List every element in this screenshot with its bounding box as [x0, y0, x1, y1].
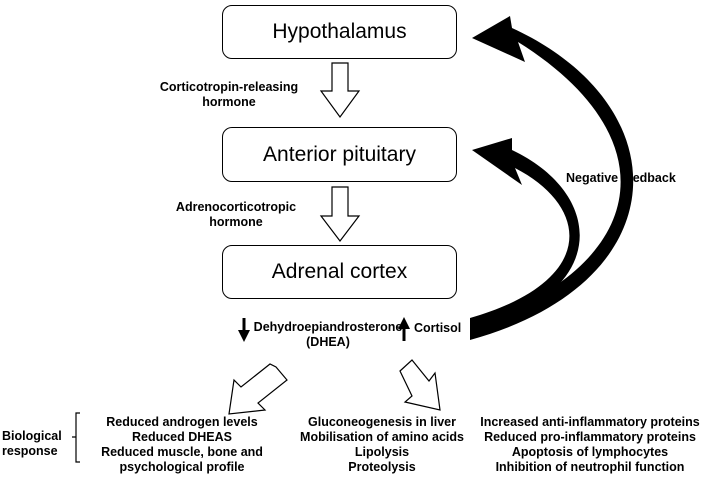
cortisol-immune-effects-list: Increased anti-inflammatory proteins Red…	[474, 415, 706, 475]
list-item: Reduced muscle, bone and	[101, 445, 263, 459]
feedback-to-hypothalamus-arrow	[470, 16, 634, 340]
adrenal-box: Adrenal cortex	[222, 245, 457, 299]
response-bracket	[72, 412, 80, 463]
list-item: Inhibition of neutrophil function	[495, 460, 685, 474]
arrow-pituitary-to-adrenal	[319, 186, 361, 242]
cortisol-increase-arrow	[398, 317, 410, 341]
feedback-to-pituitary-arrow	[470, 138, 580, 330]
list-item: Mobilisation of amino acids	[300, 430, 464, 444]
adrenal-label: Adrenal cortex	[271, 260, 408, 283]
list-item: psychological profile	[119, 460, 245, 474]
hypothalamus-box: Hypothalamus	[222, 5, 457, 59]
pituitary-box: Anterior pituitary	[222, 127, 457, 182]
crh-label: Corticotropin-releasing hormone	[159, 80, 299, 109]
hypothalamus-label: Hypothalamus	[272, 20, 407, 43]
dhea-effects-list: Reduced androgen levels Reduced DHEAS Re…	[80, 415, 284, 475]
arrow-cortisol-response	[399, 359, 441, 411]
negative-feedback-label: Negative feedback	[566, 171, 676, 185]
dhea-label: Dehydroepiandrosterone (DHEA)	[253, 320, 403, 349]
acth-label: Adrenocorticotropic hormone	[175, 200, 297, 229]
list-item: Apoptosis of lymphocytes	[511, 445, 669, 459]
list-item: Increased anti-inflammatory proteins	[480, 415, 700, 429]
cortisol-label: Cortisol	[414, 321, 462, 335]
biological-response-label: Biological response	[2, 429, 62, 458]
arrow-hypothalamus-to-pituitary	[319, 62, 361, 119]
list-item: Reduced DHEAS	[131, 430, 233, 444]
list-item: Reduced pro-inflammatory proteins	[484, 430, 696, 444]
cortisol-metabolic-effects-list: Gluconeogenesis in liver Mobilisation of…	[282, 415, 482, 475]
list-item: Reduced androgen levels	[106, 415, 258, 429]
list-item: Proteolysis	[348, 460, 416, 474]
list-item: Gluconeogenesis in liver	[308, 415, 456, 429]
list-item: Lipolysis	[354, 445, 410, 459]
pituitary-label: Anterior pituitary	[263, 142, 416, 166]
dhea-decrease-arrow	[238, 318, 250, 342]
arrow-dhea-response	[228, 363, 288, 415]
